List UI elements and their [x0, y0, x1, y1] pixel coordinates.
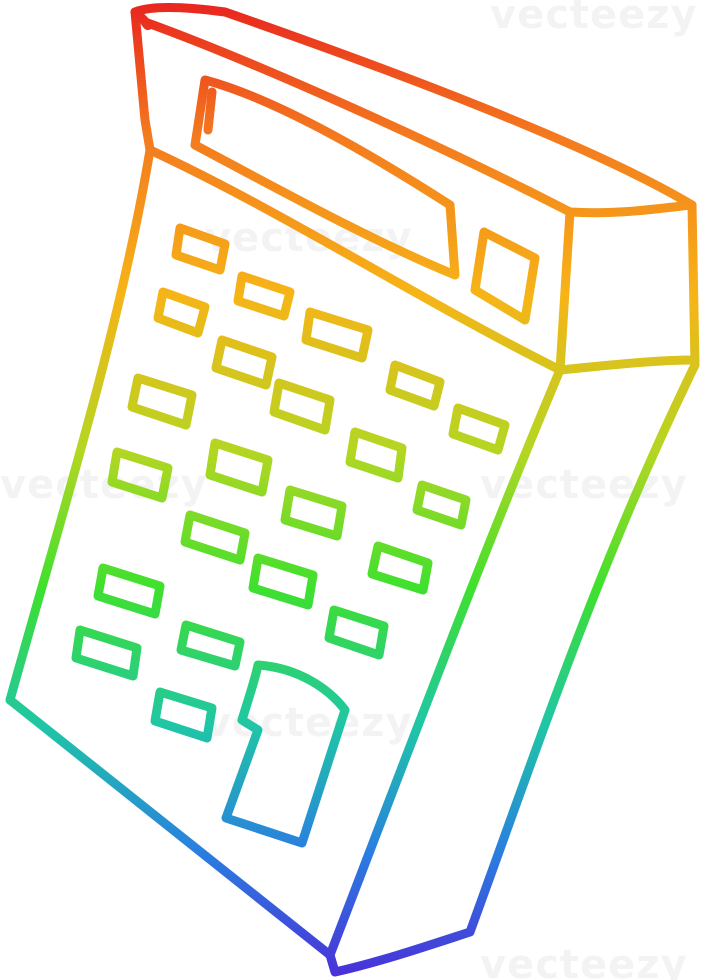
- display-screen: [190, 75, 460, 280]
- calculator-body-outline: [5, 3, 700, 977]
- keypad: [71, 223, 510, 743]
- equals-key: [221, 660, 350, 848]
- solar-panel: [470, 227, 540, 325]
